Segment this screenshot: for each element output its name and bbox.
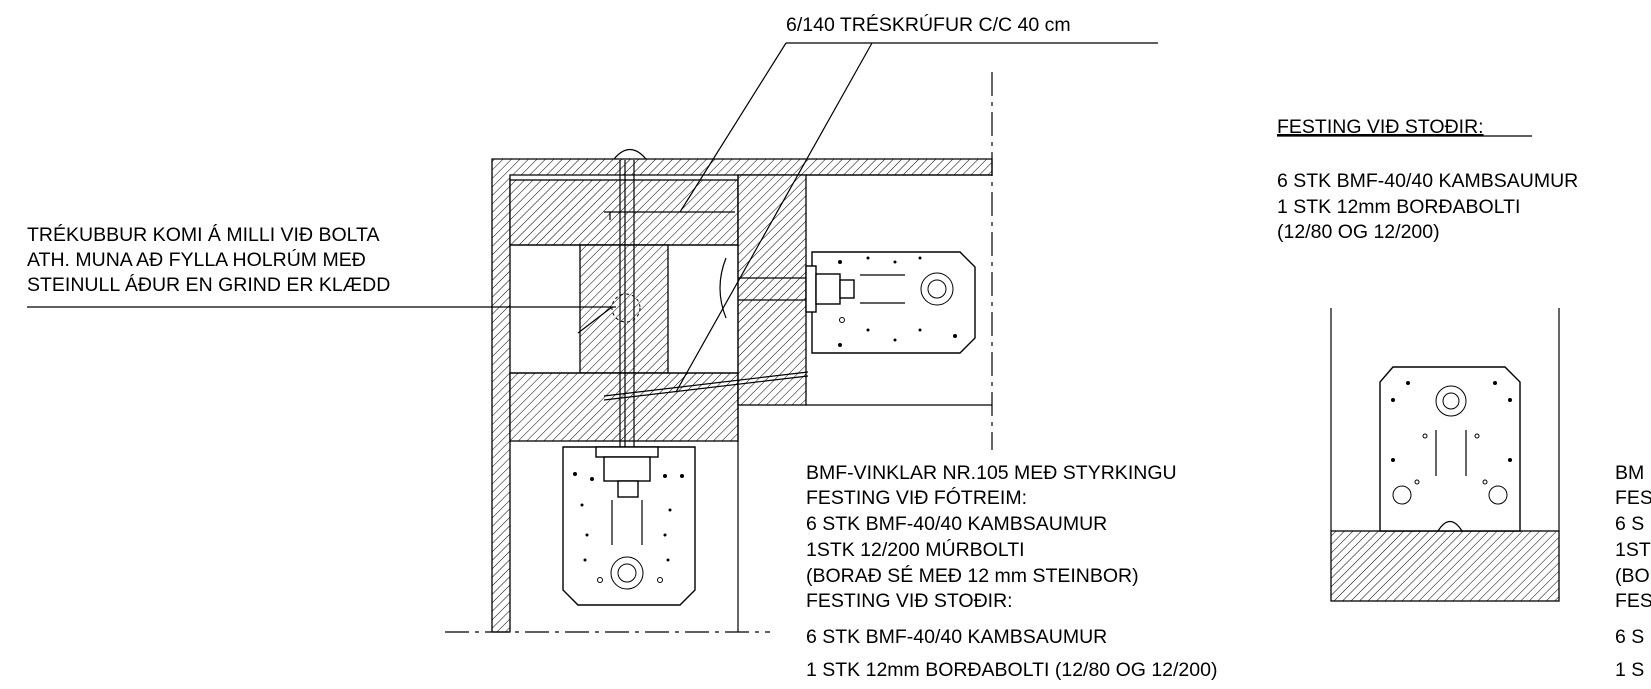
side-foundation (1330, 530, 1560, 602)
svg-text:6 STK BMF-40/40 KAMBSAUMUR: 6 STK BMF-40/40 KAMBSAUMUR (806, 513, 1107, 535)
right-post (737, 174, 807, 406)
screws-label: 6/140 TRÉSKRÚFUR C/C 40 cm (786, 13, 1071, 36)
bottom-timber (509, 372, 739, 442)
svg-text:ATH. MUNA AÐ FYLLA HOLRÚM MEÐ: ATH. MUNA AÐ FYLLA HOLRÚM MEÐ (27, 248, 366, 271)
right-spec-text: FESTING VIÐ STOÐIR: 6 STK BMF-40/40 KAMB… (1277, 116, 1578, 243)
svg-text:1 STK 12mm BORÐABOLTI (12/80 O: 1 STK 12mm BORÐABOLTI (12/80 OG 12/200) (806, 659, 1217, 681)
svg-text:6 STK BMF-40/40 KAMBSAUMUR: 6 STK BMF-40/40 KAMBSAUMUR (1277, 170, 1578, 192)
main-spec-text: BMF-VINKLAR NR.105 MEÐ STYRKINGU FESTING… (806, 462, 1217, 681)
svg-text:(12/80 OG 12/200): (12/80 OG 12/200) (1277, 221, 1440, 243)
svg-text:6 STK BMF-40/40 KAMBSAUMUR: 6 STK BMF-40/40 KAMBSAUMUR (806, 626, 1107, 648)
svg-text:BM: BM (1615, 462, 1644, 484)
side-detail (1330, 308, 1560, 602)
svg-text:TRÉKUBBUR KOMI Á MILLI VIÐ BOL: TRÉKUBBUR KOMI Á MILLI VIÐ BOLTA (27, 223, 380, 246)
top-bolt-head (613, 148, 647, 160)
svg-text:1 STK 12mm BORÐABOLTI: 1 STK 12mm BORÐABOLTI (1277, 196, 1520, 218)
svg-text:BMF-VINKLAR NR.105 MEÐ STYRKIN: BMF-VINKLAR NR.105 MEÐ STYRKINGU (806, 462, 1177, 484)
svg-text:1 S: 1 S (1615, 659, 1644, 681)
bottom-angle-bracket (562, 446, 696, 606)
svg-text:(BO: (BO (1615, 565, 1650, 587)
right-spec-heading: FESTING VIÐ STOÐIR: (1277, 116, 1484, 138)
svg-text:1STK 12/200 MÚRBOLTI: 1STK 12/200 MÚRBOLTI (806, 538, 1025, 561)
wood-block (579, 244, 669, 374)
svg-text:1ST: 1ST (1615, 539, 1651, 561)
svg-text:FESTING VIÐ STOÐIR:: FESTING VIÐ STOÐIR: (806, 590, 1013, 612)
main-section (27, 42, 1158, 633)
cut-off-spec-text: BM FES 6 S 1ST (BO FES 6 S 1 S (1615, 462, 1651, 681)
block-note: TRÉKUBBUR KOMI Á MILLI VIÐ BOLTA ATH. MU… (27, 223, 390, 296)
screws-leader-2 (675, 42, 873, 393)
side-angle-bracket (1379, 366, 1521, 532)
svg-text:(BORAÐ SÉ MEÐ 12 mm STEINBOR): (BORAÐ SÉ MEÐ 12 mm STEINBOR) (806, 564, 1139, 587)
svg-text:FES: FES (1615, 590, 1651, 612)
svg-text:6 S: 6 S (1615, 513, 1644, 535)
svg-text:6 S: 6 S (1615, 626, 1644, 648)
right-angle-bracket (719, 251, 976, 354)
svg-text:FESTING VIÐ FÓTREIM:: FESTING VIÐ FÓTREIM: (806, 486, 1027, 509)
screws-leader-1 (679, 42, 787, 213)
svg-text:FES: FES (1615, 487, 1651, 509)
svg-text:STEINULL ÁÐUR EN GRIND ER KLÆD: STEINULL ÁÐUR EN GRIND ER KLÆDD (27, 273, 390, 296)
